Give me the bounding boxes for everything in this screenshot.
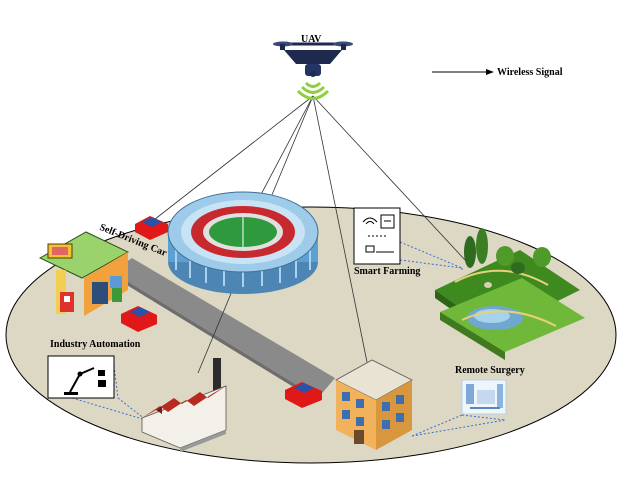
car-icon-2: [121, 306, 157, 332]
car-icon-3: [285, 382, 322, 408]
remote-surgery-icon: [461, 379, 507, 415]
gas-station: [38, 231, 130, 316]
smart-farming-label: Smart Farming: [354, 266, 421, 277]
robot-arm-icon: [47, 355, 115, 399]
wireless-signal-legend-label: Wireless Signal: [497, 67, 563, 78]
hospital-building: [335, 359, 413, 450]
uav-drone-icon: [273, 41, 353, 77]
stadium: [167, 191, 319, 294]
factory: [141, 358, 227, 452]
dotted-links: [71, 241, 506, 437]
industry-automation-label: Industry Automation: [50, 339, 141, 350]
farm-park: [435, 228, 585, 360]
uav-label: UAV: [301, 34, 322, 45]
legend-arrow: [432, 69, 494, 75]
car-icon-1: [135, 216, 168, 240]
remote-surgery-label: Remote Surgery: [455, 365, 525, 376]
wireless-signal-waves: [296, 81, 330, 100]
road: [112, 258, 335, 398]
smart-farming-icon: [353, 207, 401, 265]
